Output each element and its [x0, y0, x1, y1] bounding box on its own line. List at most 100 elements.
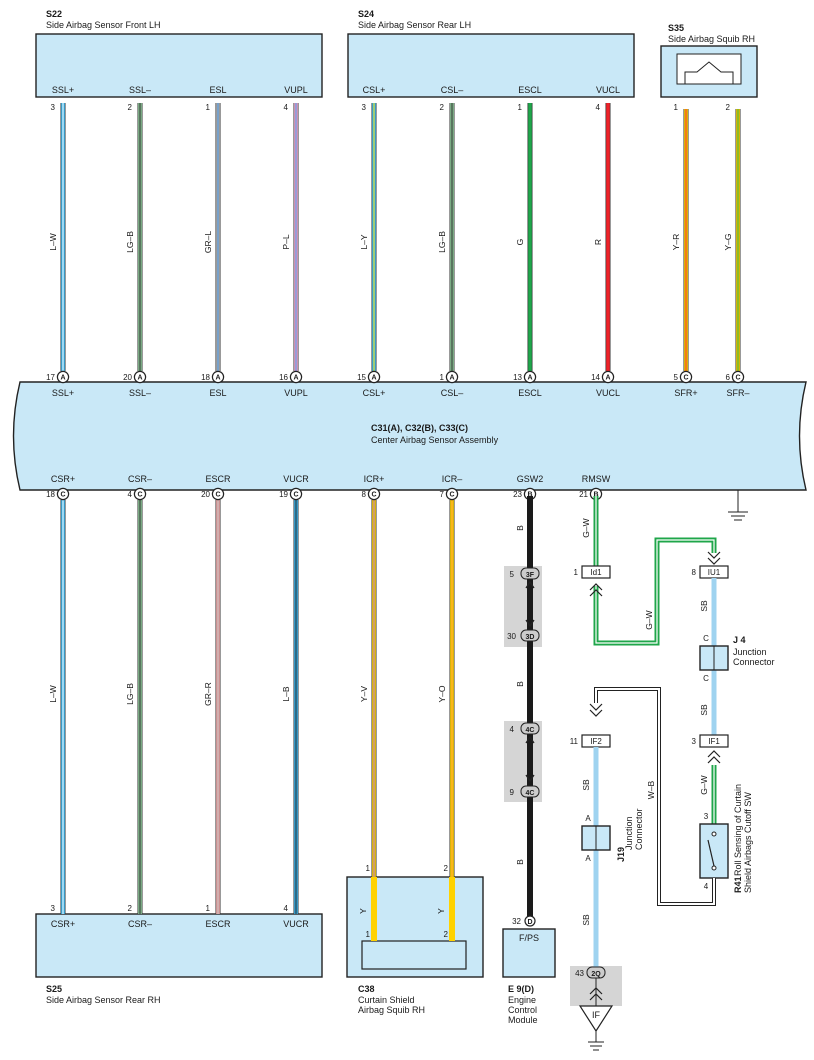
j19-name-1: Junction — [624, 816, 634, 850]
ecu-pin-label: SSL– — [129, 388, 151, 398]
svg-text:C: C — [137, 492, 142, 499]
wire-color-label: LG–B — [437, 231, 447, 253]
svg-text:18: 18 — [201, 373, 210, 382]
connector-3f: 3F 5 — [510, 567, 540, 580]
ecu-pin-label: SFR+ — [674, 388, 697, 398]
wb-wire-color: W–B — [646, 780, 656, 799]
bottom-pin-number: 3 — [51, 904, 56, 913]
wire-color-label: LG–B — [125, 683, 135, 705]
svg-text:19: 19 — [279, 490, 288, 499]
svg-text:A: A — [293, 375, 298, 382]
gw-loop-wire — [593, 537, 717, 646]
e9-pin-label: F/PS — [519, 933, 539, 943]
squib-symbol — [676, 53, 742, 85]
connector-pin: C6 — [726, 370, 745, 384]
svg-text:C: C — [735, 375, 740, 382]
ecu-pin-label: ICR+ — [364, 474, 385, 484]
connector-pin: A18 — [201, 370, 225, 384]
svg-text:32: 32 — [512, 917, 521, 926]
connector-chevron-icon — [589, 703, 603, 717]
c38-inner-pin: 2 — [444, 930, 449, 939]
connector-2q: 2Q 43 — [575, 966, 606, 979]
svg-text:IU1: IU1 — [708, 568, 721, 577]
switch-icon — [707, 839, 715, 867]
rmsw-wire-color: G–W — [581, 518, 591, 537]
pin-label: VUPL — [284, 85, 308, 95]
ecu-pin-label: VUCR — [283, 474, 309, 484]
c38-name-1: Curtain Shield — [358, 995, 415, 1005]
connector-if2: IF2 11 — [570, 734, 611, 748]
pin-label: CSR+ — [51, 919, 75, 929]
connector-pin: A20 — [123, 370, 147, 384]
s35-name: Side Airbag Squib RH — [668, 34, 755, 44]
wire-color-label: P–L — [281, 234, 291, 249]
connector-3d: 3D 30 — [507, 629, 540, 642]
top-pin-number: 2 — [726, 103, 731, 112]
r41-pin-bottom: 4 — [704, 882, 709, 891]
ground-icon — [728, 511, 748, 521]
top-pin-number: 4 — [596, 103, 601, 112]
connector-pin: A17 — [46, 370, 70, 384]
connector-pin: A16 — [279, 370, 303, 384]
connector-pin: A13 — [513, 370, 537, 384]
wire-color-label: L–B — [281, 686, 291, 701]
svg-text:5: 5 — [674, 373, 679, 382]
ecu-pin-label: SFR– — [726, 388, 749, 398]
center-sensor-box — [12, 381, 807, 491]
pin-label: ESL — [209, 85, 226, 95]
ecu-pin-label: CSL+ — [363, 388, 386, 398]
top-pin-number: 2 — [128, 103, 133, 112]
svg-text:B: B — [527, 492, 532, 499]
ecu-pin-label: ESCL — [518, 388, 542, 398]
connector-chevron-icon — [589, 583, 603, 597]
svg-text:C: C — [60, 492, 65, 499]
s25-box — [35, 913, 323, 978]
gw-loop-wire-color: G–W — [644, 610, 654, 629]
svg-text:4: 4 — [510, 725, 515, 734]
svg-text:13: 13 — [513, 373, 522, 382]
svg-text:3F: 3F — [526, 572, 535, 579]
s25-name: Side Airbag Sensor Rear RH — [46, 995, 161, 1005]
svg-text:D: D — [527, 919, 532, 926]
ground-icon — [588, 1041, 604, 1051]
j4-pin-bottom: C — [703, 674, 709, 683]
top-wires: 3L–WA17SSL+2LG–BA20SSL–1GR–LA18ESL4P–LA1… — [46, 103, 750, 398]
svg-text:7: 7 — [440, 490, 445, 499]
pin-label: ESCR — [205, 919, 231, 929]
pin-label: CSL– — [441, 85, 464, 95]
ecu-pin-label: SSL+ — [52, 388, 74, 398]
connector-chevron-icon — [525, 580, 535, 628]
svg-text:21: 21 — [579, 490, 588, 499]
ecm-pin: D 32 — [512, 915, 536, 927]
svg-text:C: C — [371, 492, 376, 499]
j19-pin-top: A — [585, 814, 591, 823]
r41-name-2: Shield Airbags Cutoff SW — [743, 792, 753, 893]
svg-text:8: 8 — [692, 568, 697, 577]
connector-id1: Id1 1 — [574, 565, 611, 579]
c38-inner-wire-color: Y — [436, 908, 446, 914]
connector-pin: C4 — [128, 487, 147, 501]
ecu-pin-label: CSL– — [441, 388, 464, 398]
svg-text:5: 5 — [510, 570, 515, 579]
top-pin-number: 3 — [51, 103, 56, 112]
connector-4c-bottom: 4C 9 — [510, 785, 540, 798]
j4-name-2: Connector — [733, 657, 775, 667]
sb-wire-color-3: SB — [581, 779, 591, 791]
svg-text:11: 11 — [570, 737, 579, 746]
j19-name-2: Connector — [634, 808, 644, 850]
svg-text:20: 20 — [201, 490, 210, 499]
e9-name-1: Engine — [508, 995, 536, 1005]
top-pin-number: 1 — [674, 103, 679, 112]
svg-text:1: 1 — [440, 373, 445, 382]
s25-pin-labels: CSR+ CSR– ESCR VUCR — [51, 919, 309, 929]
svg-text:C: C — [683, 375, 688, 382]
wire-color-label: Y–O — [437, 685, 447, 702]
svg-text:14: 14 — [591, 373, 600, 382]
ecu-pin-label: ESCR — [205, 474, 231, 484]
connector-iu1: IU1 8 — [692, 565, 729, 579]
gsw2-wire-color: B — [515, 525, 525, 531]
connector-pin: A15 — [357, 370, 381, 384]
wire-color-label: Y–R — [671, 234, 681, 251]
pin-label: ESCL — [518, 85, 542, 95]
